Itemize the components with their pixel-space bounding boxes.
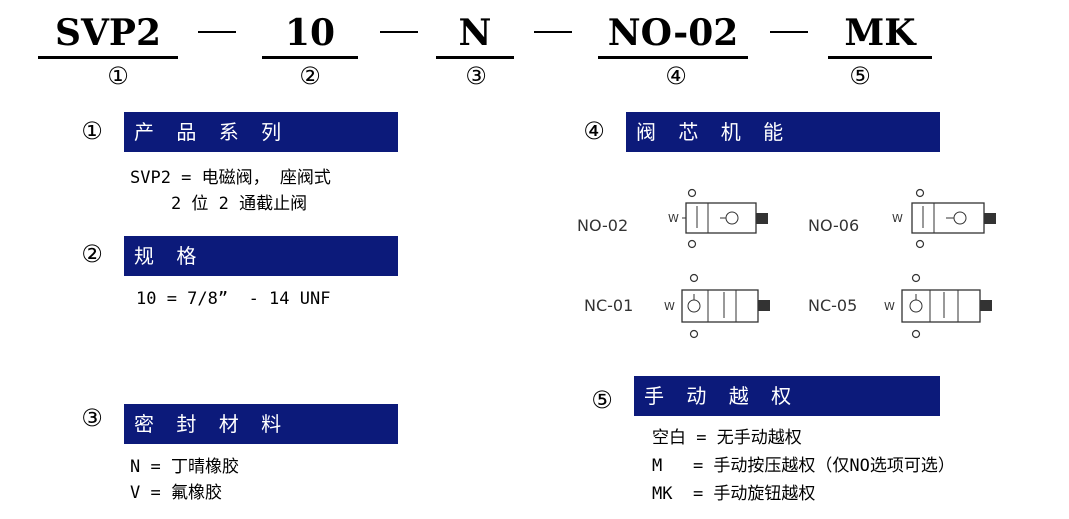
series-line: SVP2 = 电磁阀， 座阀式: [130, 168, 331, 188]
code-dash: [380, 31, 418, 33]
svg-text:W: W: [884, 300, 895, 313]
code-part-size: 10: [262, 12, 358, 59]
section-header-series: 产 品 系 列: [124, 112, 398, 152]
section-number: ②: [81, 240, 103, 268]
override-line: MK = 手动旋钮越权: [652, 484, 816, 504]
valve-label: NO-02: [577, 216, 629, 235]
section-number: ④: [583, 117, 605, 145]
section-number: ①: [81, 117, 103, 145]
override-line: 空白 = 无手动越权: [652, 428, 802, 448]
code-part-override: MK: [828, 12, 932, 59]
code-dash: [770, 31, 808, 33]
svg-text:W: W: [892, 212, 903, 225]
svg-text:W: W: [664, 300, 675, 313]
seal-line: N = 丁晴橡胶: [130, 457, 239, 477]
code-dash: [534, 31, 572, 33]
valve-symbol-nc-01: W: [664, 273, 770, 339]
size-line: 10 = 7/8” - 14 UNF: [136, 289, 331, 309]
seal-line: V = 氟橡胶: [130, 483, 222, 503]
section-number: ③: [81, 404, 103, 432]
svg-text:W: W: [668, 212, 679, 225]
valve-symbol-no-02: W: [668, 188, 768, 249]
code-number: ③: [465, 62, 487, 90]
code-number: ⑤: [849, 62, 871, 90]
section-header-spool: 阀 芯 机 能: [626, 112, 940, 152]
series-line: 2 位 2 通截止阀: [130, 194, 308, 214]
code-part-series: SVP2: [38, 12, 178, 59]
section-header-size: 规 格: [124, 236, 398, 276]
code-dash: [198, 31, 236, 33]
valve-label: NC-05: [808, 296, 858, 315]
section-header-seal: 密 封 材 料: [124, 404, 398, 444]
code-part-spool: NO-02: [598, 12, 748, 59]
valve-symbol-nc-05: W: [884, 273, 992, 339]
override-line: M = 手动按压越权（仅NO选项可选）: [652, 456, 955, 476]
code-part-seal: N: [436, 12, 514, 59]
code-number: ④: [665, 62, 687, 90]
section-header-override: 手 动 越 权: [634, 376, 940, 416]
code-number: ②: [299, 62, 321, 90]
section-number: ⑤: [591, 386, 613, 414]
valve-label: NO-06: [808, 216, 860, 235]
valve-symbol-no-06: W: [892, 188, 996, 249]
code-number: ①: [107, 62, 129, 90]
valve-label: NC-01: [584, 296, 634, 315]
